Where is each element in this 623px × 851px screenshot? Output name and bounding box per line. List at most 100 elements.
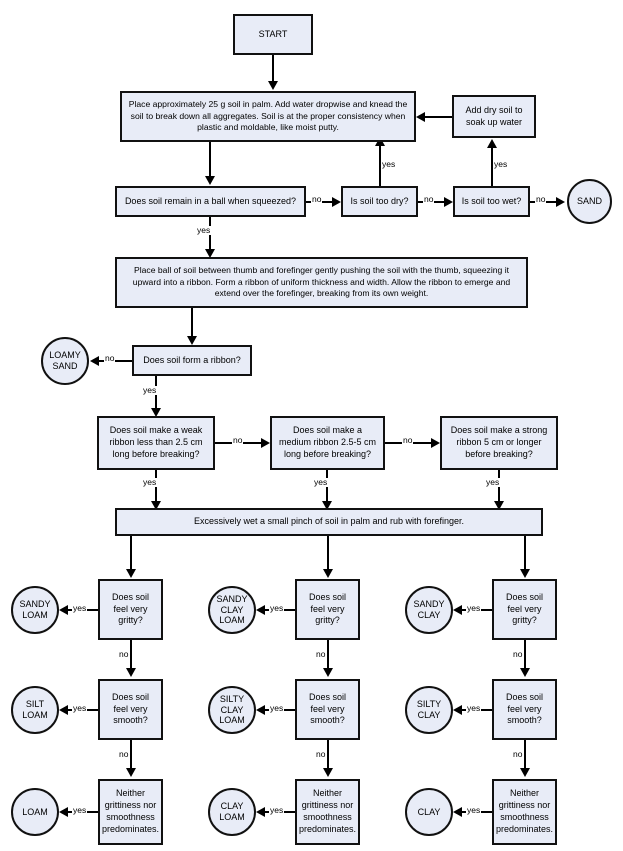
node-ribbon-instruction[interactable]: Place ball of soil between thumb and for…	[115, 257, 528, 308]
edge-label-gritty3-yes: yes	[466, 603, 482, 613]
node-add-dry-soil[interactable]: Add dry soil to soak up water	[452, 95, 536, 138]
terminal-clay[interactable]: CLAY	[405, 788, 453, 836]
node-prep-instruction[interactable]: Place approximately 25 g soil in palm. A…	[120, 91, 416, 142]
edge-label-smooth3-no: no	[512, 749, 524, 759]
arrowhead-ball-yes-to-ribbon-instruction	[205, 249, 215, 258]
edge-label-toodry-no: no	[423, 194, 435, 204]
edge-smooth2-to-neither2	[327, 740, 329, 769]
terminal-loamy-sand[interactable]: LOAMY SAND	[41, 337, 89, 385]
edge-label-ball-no: no	[311, 194, 323, 204]
arrowhead-gritty2-to-sandyclayloam	[256, 605, 265, 615]
node-neither-3[interactable]: Neither grittiness nor smoothness predom…	[492, 779, 557, 845]
terminal-clay-loam[interactable]: CLAY LOAM	[208, 788, 256, 836]
arrowhead-strong-yes-to-wetpinch	[494, 501, 504, 510]
arrowhead-neither1-to-loam	[59, 807, 68, 817]
arrowhead-medium-to-strong	[431, 438, 440, 448]
terminal-sand[interactable]: SAND	[567, 179, 612, 224]
arrowhead-gritty1-to-smooth1	[126, 668, 136, 677]
node-too-wet-decision[interactable]: Is soil too wet?	[453, 186, 530, 217]
node-forms-ribbon-decision[interactable]: Does soil form a ribbon?	[132, 345, 252, 376]
edge-adddry-to-prep	[425, 116, 452, 118]
node-gritty-decision-1[interactable]: Does soil feel very gritty?	[98, 579, 163, 640]
edge-wetpinch-to-gritty2	[327, 536, 329, 570]
arrowhead-smooth3-to-neither3	[520, 768, 530, 777]
node-medium-ribbon-decision[interactable]: Does soil make a medium ribbon 2.5-5 cm …	[270, 416, 385, 470]
node-smooth-decision-2[interactable]: Does soil feel very smooth?	[295, 679, 360, 740]
node-neither-1[interactable]: Neither grittiness nor smoothness predom…	[98, 779, 163, 845]
edge-label-strong-yes: yes	[485, 477, 501, 487]
edge-label-gritty3-no: no	[512, 649, 524, 659]
edge-label-smooth2-yes: yes	[269, 703, 285, 713]
terminal-sandy-clay-loam[interactable]: SANDY CLAY LOAM	[208, 586, 256, 634]
edge-label-smooth3-yes: yes	[466, 703, 482, 713]
terminal-sandy-clay[interactable]: SANDY CLAY	[405, 586, 453, 634]
edge-label-gritty2-no: no	[315, 649, 327, 659]
arrowhead-ribbon-instruction-to-forms-ribbon	[187, 336, 197, 345]
node-weak-ribbon-decision[interactable]: Does soil make a weak ribbon less than 2…	[97, 416, 215, 470]
edge-label-formsribbon-no: no	[104, 353, 116, 363]
arrowhead-gritty2-to-smooth2	[323, 668, 333, 677]
node-smooth-decision-3[interactable]: Does soil feel very smooth?	[492, 679, 557, 740]
edge-label-neither3-yes: yes	[466, 805, 482, 815]
edge-label-medium-no: no	[402, 435, 414, 445]
edge-label-toowet-yes: yes	[493, 159, 509, 169]
arrowhead-smooth1-to-siltloam	[59, 705, 68, 715]
edge-label-smooth1-no: no	[118, 749, 130, 759]
edge-label-smooth1-yes: yes	[72, 703, 88, 713]
edge-wetpinch-to-gritty3	[524, 536, 526, 570]
arrowhead-formsribbon-yes-to-weak	[151, 408, 161, 417]
arrowhead-smooth1-to-neither1	[126, 768, 136, 777]
terminal-silt-loam[interactable]: SILT LOAM	[11, 686, 59, 734]
edge-label-toodry-yes: yes	[381, 159, 397, 169]
edge-ribbon-instruction-to-forms-ribbon	[191, 308, 193, 338]
edge-gritty3-to-smooth3	[524, 640, 526, 669]
arrowhead-start-to-prep	[268, 81, 278, 90]
arrowhead-smooth2-to-neither2	[323, 768, 333, 777]
terminal-sandy-loam[interactable]: SANDY LOAM	[11, 586, 59, 634]
edge-smooth1-to-neither1	[130, 740, 132, 769]
node-wet-pinch-instruction[interactable]: Excessively wet a small pinch of soil in…	[115, 508, 543, 536]
node-strong-ribbon-decision[interactable]: Does soil make a strong ribbon 5 cm or l…	[440, 416, 558, 470]
edge-prep-to-ball	[209, 142, 211, 177]
terminal-loam[interactable]: LOAM	[11, 788, 59, 836]
arrowhead-gritty3-to-sandyclay	[453, 605, 462, 615]
node-ball-decision[interactable]: Does soil remain in a ball when squeezed…	[115, 186, 306, 217]
edge-label-formsribbon-yes: yes	[142, 385, 158, 395]
arrowhead-smooth2-to-siltyclayloam	[256, 705, 265, 715]
edge-gritty1-to-smooth1	[130, 640, 132, 669]
node-too-dry-decision[interactable]: Is soil too dry?	[341, 186, 418, 217]
arrowhead-prep-to-ball	[205, 176, 215, 185]
edge-label-smooth2-no: no	[315, 749, 327, 759]
edge-label-gritty1-yes: yes	[72, 603, 88, 613]
edge-label-toowet-no: no	[535, 194, 547, 204]
arrowhead-weak-yes-to-wetpinch	[151, 501, 161, 510]
arrowhead-neither2-to-clayloam	[256, 807, 265, 817]
edge-label-neither2-yes: yes	[269, 805, 285, 815]
edge-label-weak-no: no	[232, 435, 244, 445]
arrowhead-wetpinch-to-gritty1	[126, 569, 136, 578]
arrowhead-smooth3-to-siltyclay	[453, 705, 462, 715]
edge-toodry-yes-to-prep	[379, 143, 381, 186]
edge-smooth3-to-neither3	[524, 740, 526, 769]
arrowhead-wetpinch-to-gritty2	[323, 569, 333, 578]
edge-toowet-yes-to-adddry	[491, 145, 493, 186]
terminal-silty-clay-loam[interactable]: SILTY CLAY LOAM	[208, 686, 256, 734]
arrowhead-ball-to-toodry	[332, 197, 341, 207]
edge-gritty2-to-smooth2	[327, 640, 329, 669]
arrowhead-formsribbon-to-loamysand	[90, 356, 99, 366]
node-gritty-decision-3[interactable]: Does soil feel very gritty?	[492, 579, 557, 640]
node-neither-2[interactable]: Neither grittiness nor smoothness predom…	[295, 779, 360, 845]
arrowhead-neither3-to-clay	[453, 807, 462, 817]
arrowhead-toowet-to-sand	[556, 197, 565, 207]
node-gritty-decision-2[interactable]: Does soil feel very gritty?	[295, 579, 360, 640]
terminal-silty-clay[interactable]: SILTY CLAY	[405, 686, 453, 734]
node-smooth-decision-1[interactable]: Does soil feel very smooth?	[98, 679, 163, 740]
arrowhead-gritty1-to-sandyloam	[59, 605, 68, 615]
arrowhead-medium-yes-to-wetpinch	[322, 501, 332, 510]
arrowhead-wetpinch-to-gritty3	[520, 569, 530, 578]
node-start[interactable]: START	[233, 14, 313, 55]
arrowhead-weak-to-medium	[261, 438, 270, 448]
edge-label-medium-yes: yes	[313, 477, 329, 487]
edge-wetpinch-to-gritty1	[130, 536, 132, 570]
